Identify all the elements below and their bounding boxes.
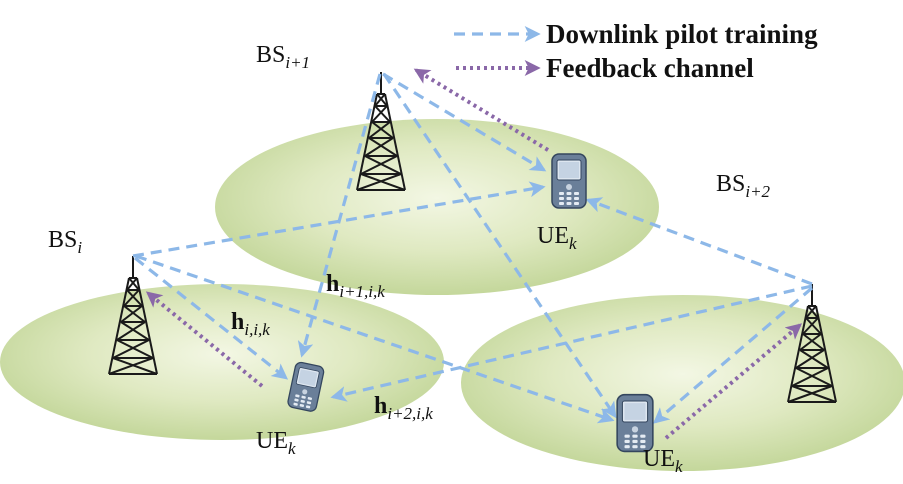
- ue-right-label: UEk: [643, 446, 683, 476]
- bs-i1-label: BSi+1: [256, 42, 310, 72]
- downlink-arrow: [135, 254, 615, 424]
- channel-h-i2-label: hi+2,i,k: [374, 393, 433, 423]
- downlink-arrow: [652, 286, 814, 424]
- cell-right: [461, 295, 903, 471]
- channel-h-ii-label: hi,i,k: [231, 309, 270, 339]
- legend-downlink-label: Downlink pilot training: [546, 19, 818, 49]
- ue-top-label: UEk: [537, 223, 577, 253]
- downlink-arrow: [382, 73, 617, 419]
- feedback-arrow: [664, 323, 803, 440]
- channel-h-i1-label: hi+1,i,k: [326, 271, 385, 301]
- downlink-arrow: [382, 72, 547, 172]
- downlink-arrow: [297, 73, 382, 358]
- downlink-arrow: [585, 197, 813, 286]
- ue-left-label: UEk: [256, 428, 296, 458]
- feedback-arrow: [413, 68, 550, 152]
- phone-ue-top: [551, 153, 587, 209]
- phone-ue-right: [616, 393, 654, 453]
- legend-feedback-label: Feedback channel: [546, 53, 754, 83]
- bs-i-label: BSi: [48, 227, 82, 257]
- downlink-arrow: [134, 256, 289, 380]
- cell-top: [215, 119, 659, 295]
- bs-i2-label: BSi+2: [716, 171, 771, 201]
- downlink-arrow: [132, 181, 546, 258]
- downlink-arrow: [330, 284, 813, 402]
